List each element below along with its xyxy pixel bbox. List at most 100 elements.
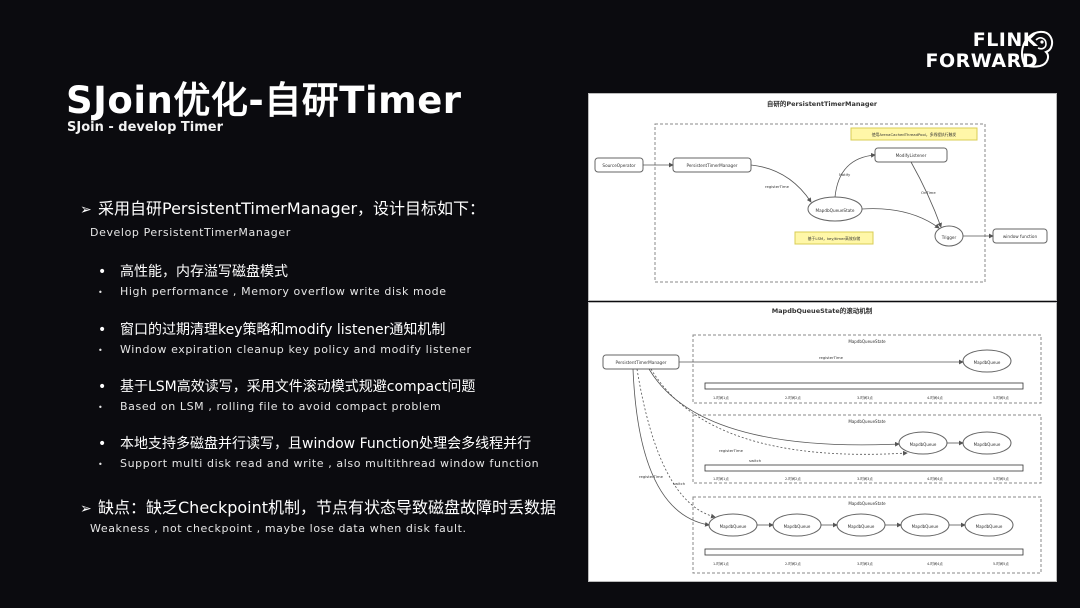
queue-g3-label-5: MapdbQueue [976, 524, 1003, 529]
arrow-icon: ➢ [80, 202, 92, 218]
queue-group-1 [692, 334, 1042, 404]
sub-point-1-en: • High performance , Memory overflow writ… [98, 285, 447, 298]
timeline-g1-slot-1: 1-时间1点 [713, 395, 729, 400]
bullet-dot-icon: • [98, 287, 104, 297]
trigger-label: Trigger [941, 235, 957, 240]
timeline-g2-slot-2: 2-时间2点 [785, 476, 801, 481]
sub-point-2-en-text: Window expiration cleanup key policy and… [120, 343, 472, 356]
edge-g1-register-label: registerTime [819, 355, 844, 360]
timeline-g3 [704, 548, 1024, 556]
sub-point-4-en-text: Support multi disk read and write , also… [120, 457, 540, 470]
timeline-g2-slot-3: 3-时间3点 [857, 476, 873, 481]
bullet-dot-icon: • [98, 264, 107, 280]
main-point-2-zh: 缺点：缺乏Checkpoint机制，节点有状态导致磁盘故障时丢数据 [98, 498, 557, 517]
timeline-g1-slot-5: 5-时间5点 [993, 395, 1009, 400]
timer-manager-label-2: PersistentTimerManager [615, 360, 666, 365]
queue-g2-label-a: MapdbQueue [910, 442, 937, 447]
sub-point-3-en: • Based on LSM , rolling file to avoid co… [98, 400, 441, 413]
edge-notify [834, 152, 876, 198]
note-thread-pool [850, 127, 978, 141]
edge-g3-register-label: registerTime [639, 474, 664, 479]
sub-point-2-zh: 窗口的过期清理key策略和modify listener通知机制 [120, 322, 446, 338]
queue-group-1-label: MapdbQueueState [848, 339, 886, 344]
sub-point-1-en-text: High performance , Memory overflow write… [120, 285, 447, 298]
diagram2-title: MapdbQueueState的滚动机制 [772, 306, 873, 315]
slide-title: SJoin优化-自研Timer [66, 79, 462, 122]
diagram1-title: 自研的PersistentTimerManager [767, 99, 878, 108]
logo-line-2: FORWARD [925, 50, 1038, 72]
timer-manager-label: PersistentTimerManager [686, 163, 737, 168]
diagram-timer-manager-svg: 自研的PersistentTimerManager SourceOperator… [594, 99, 1048, 283]
edge-notify-label: Notify [839, 172, 851, 177]
timeline-g3-slot-5: 5-时间5点 [993, 561, 1009, 566]
timeline-g2-slot-4: 4-时间4点 [927, 476, 943, 481]
main-point-1-zh: 采用自研PersistentTimerManager，设计目标如下： [98, 199, 486, 218]
bullet-dot-icon: • [98, 322, 107, 338]
timeline-g1-slot-2: 2-时间2点 [785, 395, 801, 400]
timeline-g1-slot-3: 3-时间3点 [857, 395, 873, 400]
edge-g3-register [632, 368, 710, 527]
sub-point-4-zh: 本地支持多磁盘并行读写，且window Function处理会多线程并行 [120, 436, 532, 452]
timeline-g2-slot-5: 5-时间5点 [993, 476, 1009, 481]
bullet-dot-icon: • [98, 402, 104, 412]
queue-group-3 [692, 496, 1042, 574]
queue-state-label: MapdbQueueState [816, 208, 855, 213]
bullet-dot-icon: • [98, 379, 107, 395]
main-point-1: ➢ 采用自研PersistentTimerManager，设计目标如下： [80, 195, 485, 219]
timeline-g3-slot-3: 3-时间3点 [857, 561, 873, 566]
queue-g3-label-2: MapdbQueue [784, 524, 811, 529]
timeline-g2-slot-1: 1-时间1点 [713, 476, 729, 481]
timeline-g3-slot-2: 2-时间2点 [785, 561, 801, 566]
sub-point-4-en: •Support multi disk read and write , als… [98, 457, 539, 470]
diagram1-boundary [654, 123, 986, 283]
timeline-g1 [704, 382, 1024, 390]
queue-g1-label: MapdbQueue [974, 360, 1001, 365]
queue-group-2 [692, 414, 1042, 484]
window-function-label: window function [1003, 234, 1038, 239]
main-point-1-en: Develop PersistentTimerManager [90, 226, 291, 239]
timeline-g3-slot-1: 1-时间1点 [713, 561, 729, 566]
edge-ontime [910, 161, 942, 228]
queue-g2-label-b: MapdbQueue [974, 442, 1001, 447]
queue-group-3-label: MapdbQueueState [848, 501, 886, 506]
sub-point-3-zh: 基于LSM高效读写，采用文件滚动模式规避compact问题 [120, 379, 476, 395]
main-point-2-en: Weakness , not checkpoint , maybe lose d… [90, 522, 467, 535]
queue-group-2-label: MapdbQueueState [848, 419, 886, 424]
edge-queue-trigger [861, 208, 940, 229]
flink-forward-logo: FLINK FORWARD [922, 30, 1062, 78]
diagram-queue-rolling-svg: MapdbQueueState的滚动机制 PersistentTimerMana… [602, 306, 1042, 574]
diagram-queue-rolling: MapdbQueueState的滚动机制 PersistentTimerMana… [588, 302, 1057, 582]
queue-g3-label-4: MapdbQueue [912, 524, 939, 529]
timeline-g2 [704, 464, 1024, 472]
modify-listener-label: ModifyListener [896, 153, 927, 158]
sub-point-4: • 本地支持多磁盘并行读写，且window Function处理会多线程并行 [98, 433, 531, 453]
edge-g3-switch [636, 368, 716, 519]
timeline-g1-slot-4: 4-时间4点 [927, 395, 943, 400]
sub-point-2: • 窗口的过期清理key策略和modify listener通知机制 [98, 319, 445, 339]
edge-register [750, 164, 812, 203]
timeline-g3-slot-4: 4-时间4点 [927, 561, 943, 566]
edge-g2-register [648, 368, 900, 447]
sub-point-1: • 高性能，内存溢写磁盘模式 [98, 261, 288, 281]
logo-text: FLINK FORWARD [922, 30, 1038, 72]
diagram-timer-manager: 自研的PersistentTimerManager SourceOperator… [588, 93, 1057, 301]
note-lsm-text: 基于LSM，key/timer高效存储 [808, 236, 861, 241]
edge-ontime-label: OnTime [921, 190, 936, 195]
squirrel-icon [1021, 30, 1054, 68]
logo-line-1: FLINK [972, 29, 1038, 51]
main-point-2: ➢ 缺点：缺乏Checkpoint机制，节点有状态导致磁盘故障时丢数据 [80, 494, 556, 518]
note-lsm [794, 231, 874, 245]
queue-g3-label-3: MapdbQueue [848, 524, 875, 529]
edge-g2-switch [650, 368, 908, 456]
queue-g3-label-1: MapdbQueue [720, 524, 747, 529]
arrow-icon: ➢ [80, 501, 92, 517]
sub-point-1-zh: 高性能，内存溢写磁盘模式 [120, 264, 288, 280]
edge-g3-switch-label: switch [673, 481, 686, 486]
slide-subtitle: SJoin - develop Timer [67, 120, 224, 135]
sub-point-3: • 基于LSM高效读写，采用文件滚动模式规避compact问题 [98, 376, 475, 396]
bullet-dot-icon: • [98, 436, 107, 452]
sub-point-3-en-text: Based on LSM , rolling file to avoid com… [120, 400, 442, 413]
edge-register-label: registerTime [765, 184, 790, 189]
note-thread-pool-text: 使用ArenaCachedThreadPool，多线程执行触发 [872, 132, 957, 137]
bullet-dot-icon: • [98, 345, 104, 355]
